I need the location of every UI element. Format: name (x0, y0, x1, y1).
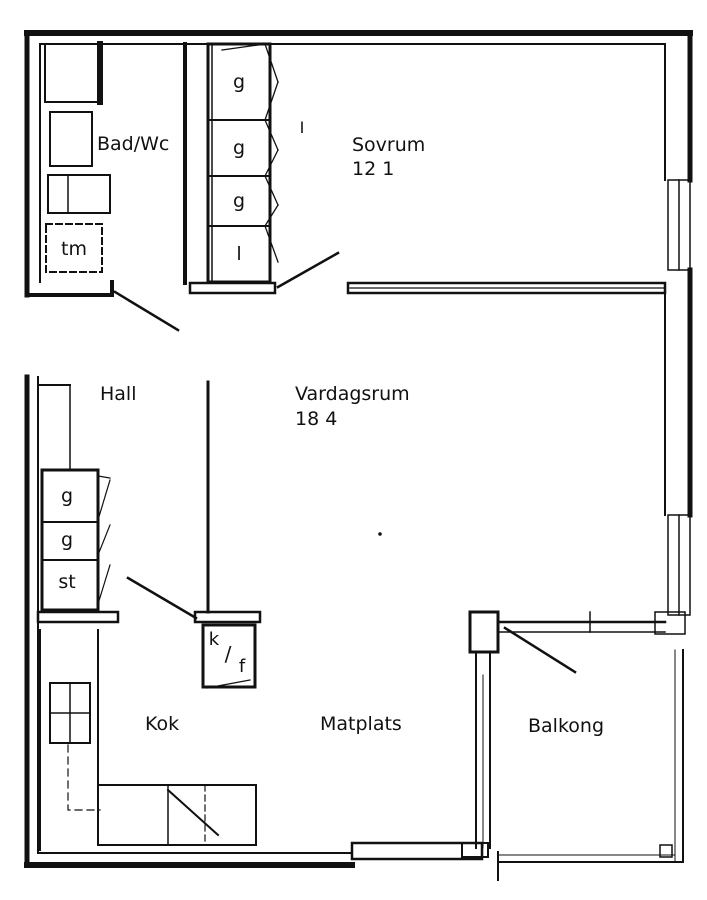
center-mark (378, 532, 382, 536)
wardrobe-label-hall-1: g (60, 485, 74, 507)
room-label-living: Vardagsrum (295, 383, 410, 405)
hall-door (126, 576, 198, 620)
bath-door (113, 290, 180, 332)
room-label-bath: Bad/Wc (97, 133, 170, 155)
wardrobe-label-bedroom-2: g (232, 137, 246, 159)
wardrobe-label-bedroom-3: g (232, 190, 246, 212)
bedroom-door (276, 251, 340, 289)
room-area-living: 18 4 (295, 408, 338, 430)
washer-label: tm (61, 238, 87, 260)
wardrobe-label-bedroom-4: l (236, 243, 242, 265)
hall-walls (37, 380, 210, 614)
room-label-bedroom: Sovrum (352, 134, 426, 156)
outer-walls (24, 30, 693, 868)
bedroom-wall (188, 281, 667, 295)
room-label-hall: Hall (100, 383, 137, 405)
bedroom-window (667, 179, 691, 271)
fridge-label-k: k (208, 629, 220, 650)
fridge-label-f: f (238, 656, 246, 677)
living-window (654, 514, 691, 635)
bath-fixtures (44, 41, 187, 297)
room-label-kitchen: Kok (145, 713, 180, 735)
room-label-balcony: Balkong (528, 715, 605, 737)
mark-label: I (299, 118, 305, 137)
wardrobe-label-hall-2: g (60, 529, 74, 551)
kitchen-fridge (193, 610, 262, 689)
kitchen-counter (39, 629, 257, 851)
wardrobe-label-hall-3: st (58, 571, 76, 593)
hall-wardrobe (36, 468, 120, 624)
room-label-dining: Matplats (320, 713, 402, 735)
balcony-door (503, 626, 577, 674)
wardrobe-label-bedroom-1: g (232, 71, 246, 93)
fridge-label-slash: / (224, 642, 232, 666)
balcony-walls (350, 610, 684, 881)
room-area-bedroom: 12 1 (352, 158, 395, 180)
